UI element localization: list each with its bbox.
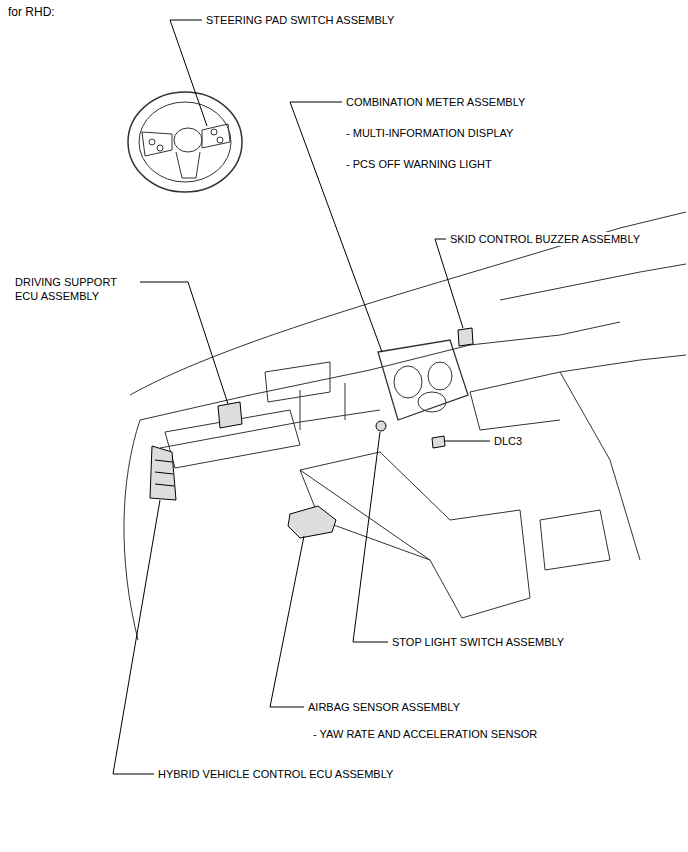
part-label: AIRBAG SENSOR ASSEMBLY [306, 700, 462, 714]
part-label: DRIVING SUPPORT ECU ASSEMBLY [13, 275, 129, 303]
combination-meter [378, 340, 468, 420]
part-label: HYBRID VEHICLE CONTROL ECU ASSEMBLY [156, 767, 395, 781]
part-label: - YAW RATE AND ACCELERATION SENSOR [311, 727, 539, 741]
component-marks [150, 328, 473, 538]
steering-wheel [128, 92, 242, 192]
part-label: - PCS OFF WARNING LIGHT [344, 157, 494, 171]
dashboard-outline [124, 212, 686, 640]
part-label: DLC3 [492, 434, 524, 448]
part-label: STEERING PAD SWITCH ASSEMBLY [204, 13, 396, 27]
part-label: SKID CONTROL BUZZER ASSEMBLY [448, 232, 642, 246]
part-label: COMBINATION METER ASSEMBLY [344, 95, 527, 109]
page-heading: for RHD: [6, 5, 57, 19]
part-label: - MULTI-INFORMATION DISPLAY [344, 126, 515, 140]
part-label: STOP LIGHT SWITCH ASSEMBLY [390, 635, 566, 649]
